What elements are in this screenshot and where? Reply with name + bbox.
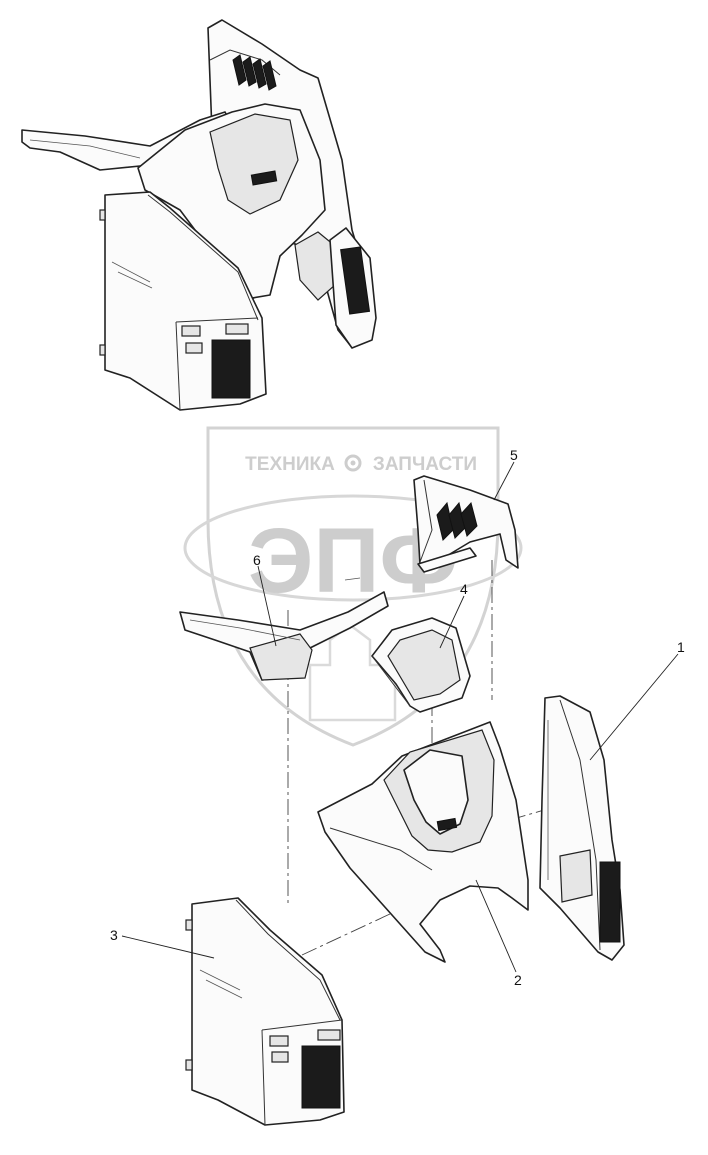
- part-3-left-housing: [185, 897, 345, 1126]
- callout-5: 5: [510, 447, 518, 463]
- watermark-right-word: ЗАПЧАСТИ: [373, 454, 477, 475]
- callout-3: 3: [110, 927, 118, 943]
- grille-vents: [232, 54, 277, 91]
- watermark-left-word: ТЕХНИКА: [245, 454, 335, 475]
- assembled-cab-view: [21, 19, 377, 411]
- part-6-bridge-bar: [179, 577, 389, 681]
- fender-grille-vents: [436, 501, 478, 541]
- gear-icon: [344, 454, 362, 472]
- callout-4: 4: [460, 581, 468, 597]
- part-2-centre-console: [317, 721, 529, 963]
- watermark: ТЕХНИКА ЗАПЧАСТИ ЭПФ: [183, 426, 523, 747]
- callout-2: 2: [514, 972, 522, 988]
- callout-1: 1: [677, 639, 685, 655]
- callout-6: 6: [253, 552, 261, 568]
- part-5-fender-grille: [413, 475, 519, 573]
- callout-leaders: [121, 461, 679, 973]
- part-4-tray: [371, 617, 471, 713]
- callout-numbers: 1 2 3 4 5 6: [110, 447, 685, 988]
- part-1-side-panel: [539, 695, 625, 961]
